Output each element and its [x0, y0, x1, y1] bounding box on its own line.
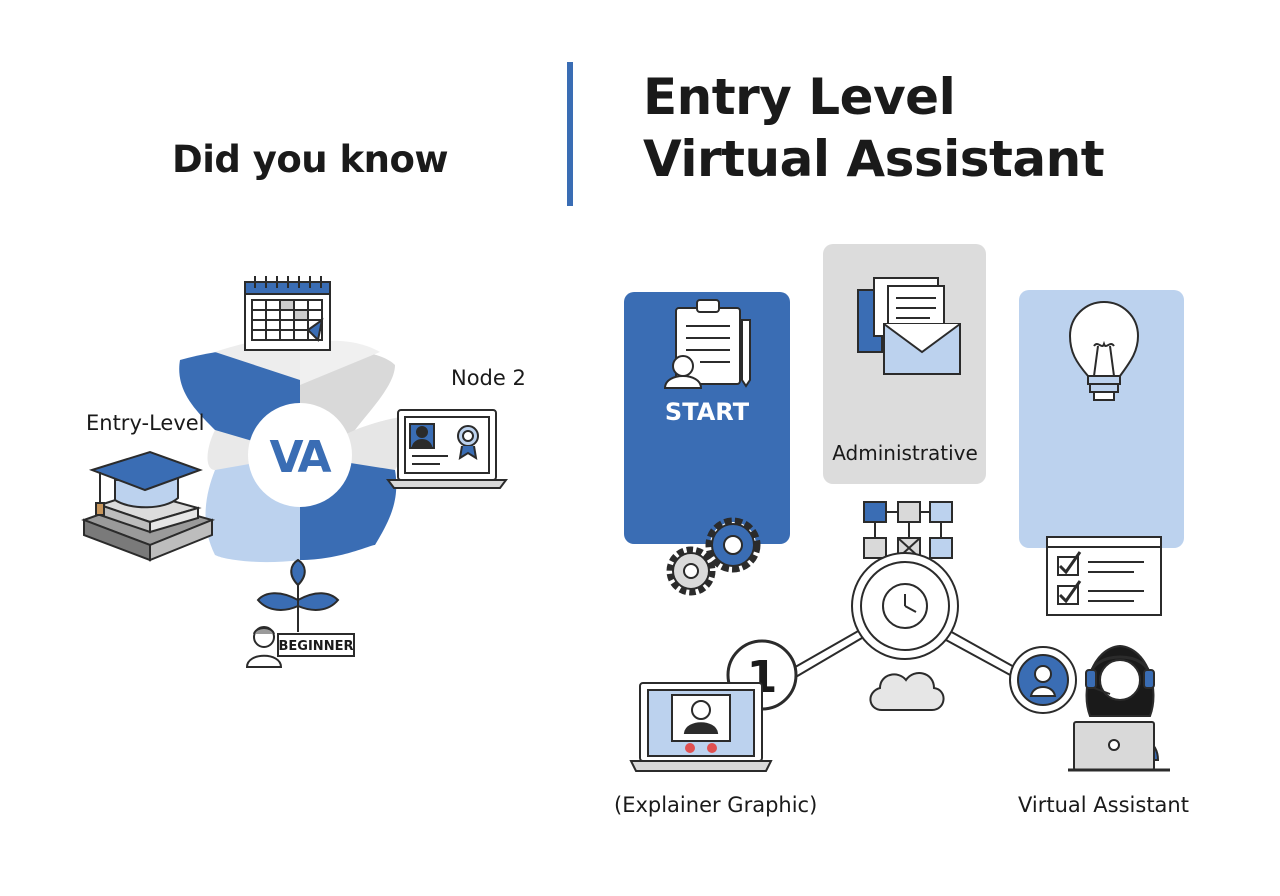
left-title: Did you know	[172, 138, 449, 181]
calendar-icon	[244, 276, 331, 351]
assistant-avatar-icon	[1009, 646, 1077, 714]
right-title-line-2: Virtual Assistant	[643, 130, 1105, 188]
right-title: Entry Level Virtual Assistant	[643, 66, 1105, 190]
checklist-window-icon	[1046, 536, 1162, 616]
title-divider	[567, 62, 573, 206]
laptop-certificate-icon	[386, 409, 508, 489]
right-title-line-1: Entry Level	[643, 68, 956, 126]
hub-diagram	[179, 338, 425, 563]
hub-logo-text: VA	[269, 432, 331, 483]
documents-envelope-icon	[857, 277, 961, 375]
video-call-laptop-icon	[629, 682, 773, 772]
clipboard-user-icon	[663, 299, 751, 389]
lightbulb-icon	[1068, 300, 1140, 401]
gears-icon	[666, 517, 761, 596]
plant-beginner-icon	[245, 558, 355, 668]
graduation-cap-icon	[81, 450, 216, 562]
headset-assistant-icon	[1068, 644, 1170, 772]
beginner-badge: BEGINNER	[279, 639, 354, 654]
clock-icon	[851, 552, 959, 660]
cloud-icon	[869, 672, 945, 711]
node-2-label: Node 2	[451, 366, 526, 390]
caption-virtual-assistant: Virtual Assistant	[1018, 793, 1189, 817]
entry-level-label: Entry-Level	[86, 411, 205, 435]
administrative-card-label: Administrative	[832, 441, 978, 465]
caption-explainer: (Explainer Graphic)	[614, 793, 817, 817]
flow-connectors	[789, 629, 1017, 679]
start-card-label: START	[665, 398, 750, 426]
